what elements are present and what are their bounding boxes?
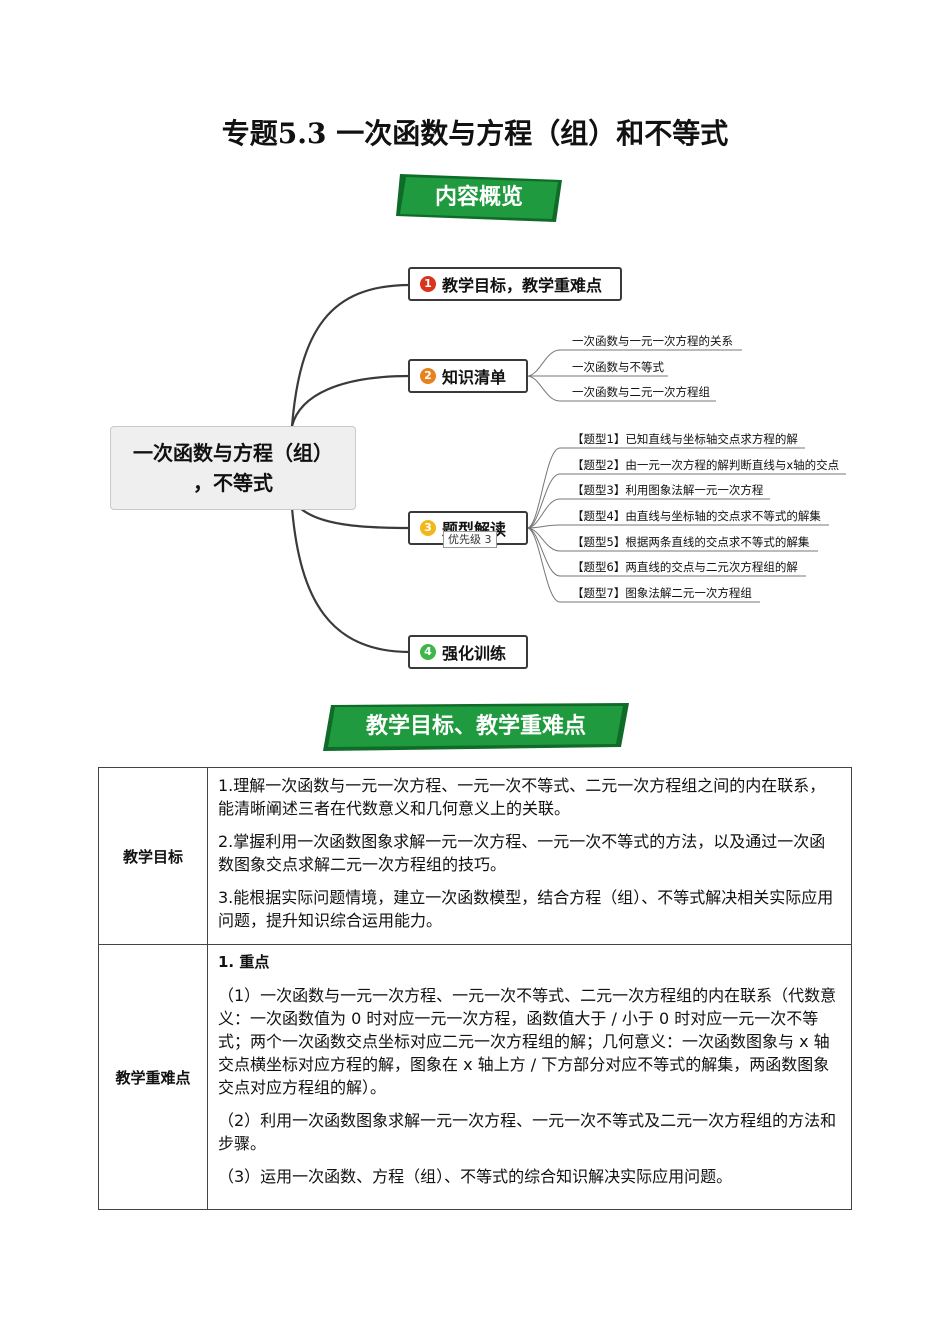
leaf-type-7: 【题型7】图象法解二元一次方程组: [572, 586, 752, 600]
key-points-label: 教学重难点: [98, 944, 208, 1210]
branch-label: 知识清单: [442, 368, 507, 387]
branch-label: 教学目标，教学重难点: [442, 276, 603, 295]
leaf-type-3: 【题型3】利用图象法解一元一次方程: [572, 483, 764, 497]
branch-goals: 1 教学目标，教学重难点: [408, 267, 622, 301]
banner-shape: [396, 174, 562, 222]
key-points-heading: 1. 重点: [218, 953, 270, 971]
goals-banner: 教学目标、教学重难点: [323, 703, 629, 751]
root-line-1: 一次函数与方程（组）: [133, 441, 333, 465]
key-point-item: （2）利用一次函数图象求解一元一次方程、一元一次不等式及二元一次方程组的方法和步…: [218, 1111, 837, 1153]
mindmap-root: 一次函数与方程（组） ，不等式: [110, 426, 356, 510]
branch-practice: 4 强化训练: [408, 635, 528, 669]
leaf-type-1: 【题型1】已知直线与坐标轴交点求方程的解: [572, 432, 798, 446]
table-row: 教学目标 1.理解一次函数与一元一次方程、一元一次不等式、二元一次方程组之间的内…: [98, 767, 852, 945]
branch-knowledge: 2 知识清单: [408, 359, 528, 393]
goals-banner-label: 教学目标、教学重难点: [365, 714, 586, 739]
number-1-icon: 1: [420, 276, 436, 292]
leaf-knowledge-2: 一次函数与不等式: [572, 360, 664, 374]
goals-table: 教学目标 1.理解一次函数与一元一次方程、一元一次不等式、二元一次方程组之间的内…: [98, 767, 852, 1210]
goal-item: 1.理解一次函数与一元一次方程、一元一次不等式、二元一次方程组之间的内在联系，能…: [218, 776, 826, 818]
leaf-knowledge-1: 一次函数与一元一次方程的关系: [572, 334, 733, 348]
goal-item: 2.掌握利用一次函数图象求解一元一次方程、一元一次不等式的方法，以及通过一次函数…: [218, 832, 826, 874]
table-row: 教学重难点 1. 重点 （1）一次函数与一元一次方程、一元一次不等式、二元一次方…: [98, 944, 852, 1210]
number-4-icon: 4: [420, 644, 436, 660]
root-line-2: ，不等式: [193, 471, 273, 495]
number-2-icon: 2: [420, 368, 436, 384]
leaf-type-6: 【题型6】两直线的交点与二元次方程组的解: [572, 560, 798, 574]
overview-banner-label: 内容概览: [434, 185, 523, 210]
priority-badge: 优先级 3: [443, 531, 497, 548]
page-title: 专题5.3 一次函数与方程（组）和不等式: [221, 117, 729, 150]
leaf-type-2: 【题型2】由一元一次方程的解判断直线与x轴的交点: [572, 458, 840, 472]
goal-item: 3.能根据实际问题情境，建立一次函数模型，结合方程（组）、不等式解决相关实际应用…: [218, 888, 834, 930]
key-point-item: （3）运用一次函数、方程（组）、不等式的综合知识解决实际应用问题。: [218, 1167, 733, 1186]
goals-label: 教学目标: [98, 767, 208, 945]
goals-content: 1.理解一次函数与一元一次方程、一元一次不等式、二元一次方程组之间的内在联系，能…: [207, 767, 852, 945]
number-3-icon: 3: [420, 520, 436, 536]
mindmap-connectors: [290, 283, 846, 654]
leaf-type-5: 【题型5】根据两条直线的交点求不等式的解集: [572, 535, 810, 549]
leaf-knowledge-3: 一次函数与二元一次方程组: [572, 385, 710, 399]
key-point-item: （1）一次函数与一元一次方程、一元一次不等式、二元一次方程组的内在联系（代数意义…: [218, 986, 837, 1097]
leaf-type-4: 【题型4】由直线与坐标轴的交点求不等式的解集: [572, 509, 821, 523]
banner-shape: [323, 703, 629, 751]
overview-banner: 内容概览: [396, 174, 562, 222]
key-points-content: 1. 重点 （1）一次函数与一元一次方程、一元一次不等式、二元一次方程组的内在联…: [207, 944, 852, 1210]
branch-label: 强化训练: [442, 644, 507, 663]
